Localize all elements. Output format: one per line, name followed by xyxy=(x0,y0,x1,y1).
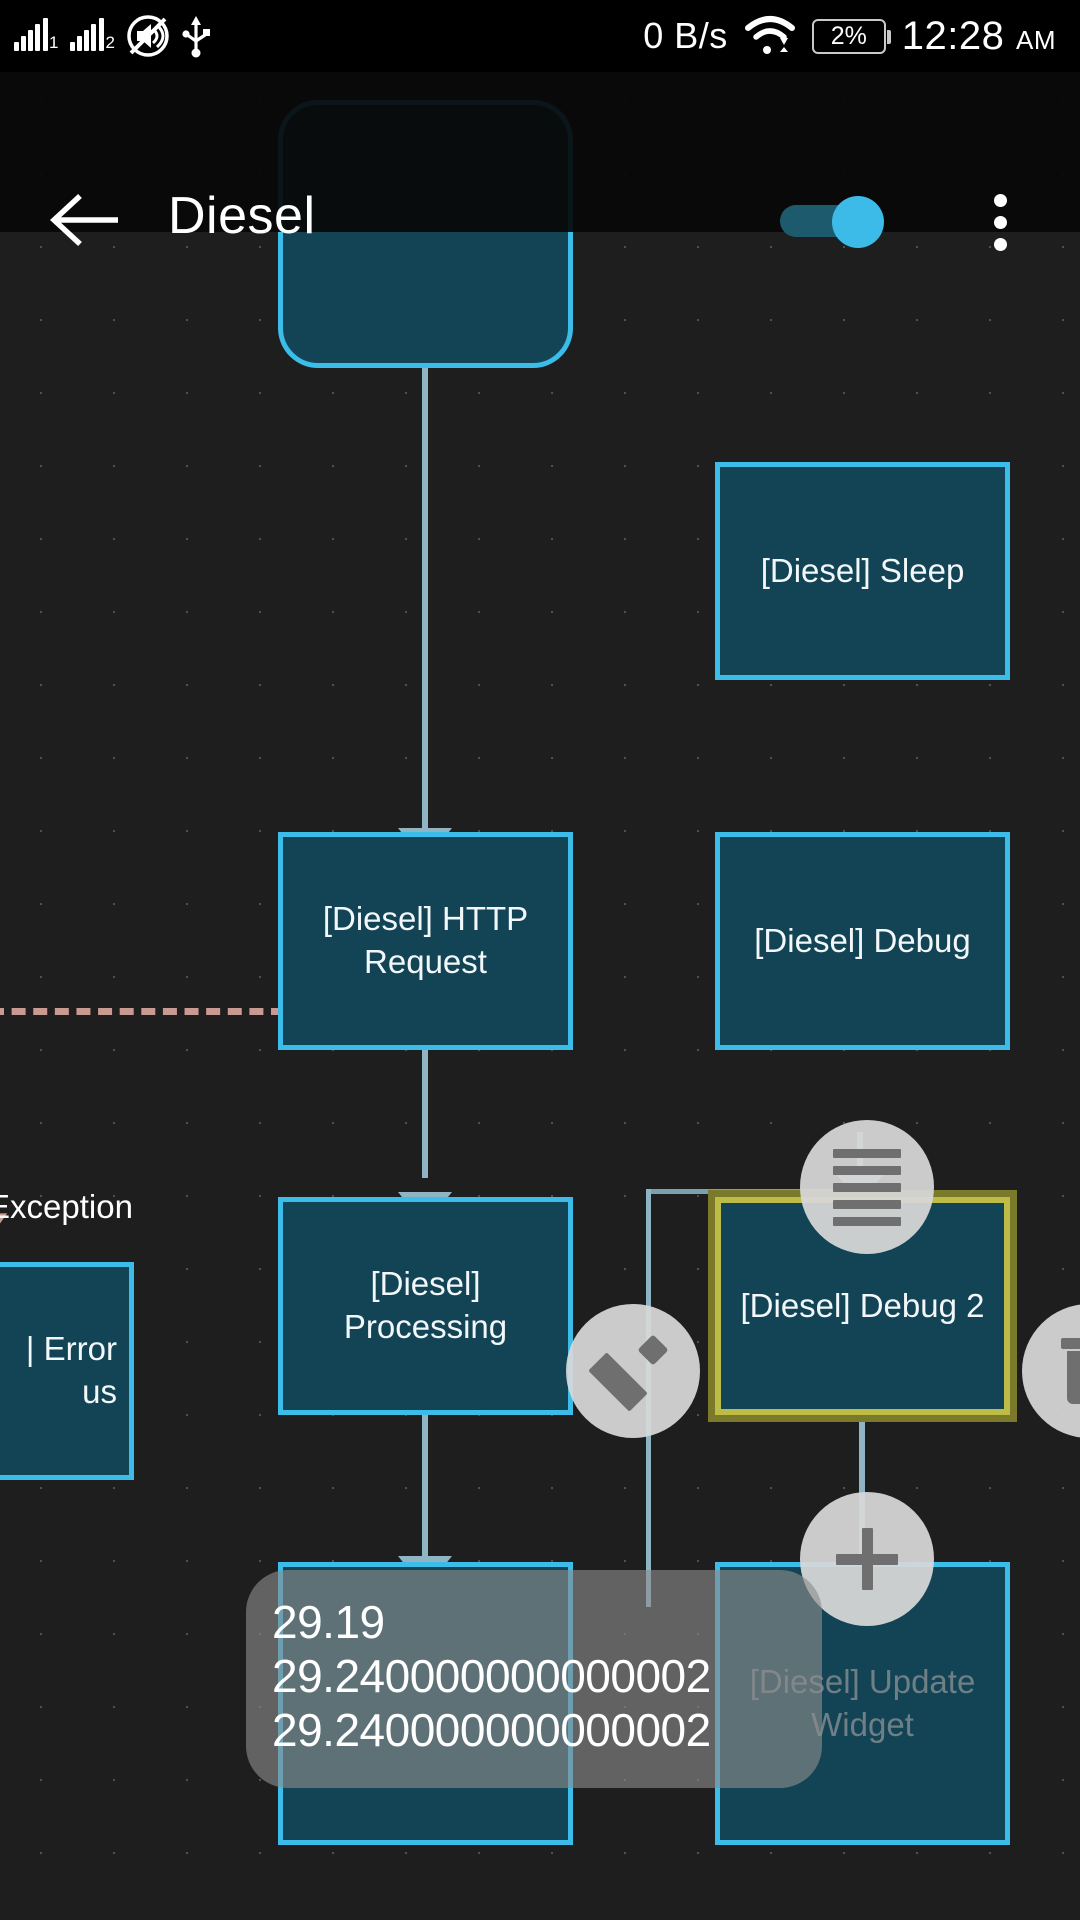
toggle-knob xyxy=(832,196,884,248)
edge-start-to-http xyxy=(422,368,428,866)
back-arrow-icon[interactable] xyxy=(50,190,120,250)
edge-exception-dashed xyxy=(0,1008,285,1015)
wifi-icon xyxy=(744,16,795,54)
node-label: [Diesel] Sleep xyxy=(760,551,965,589)
node-label: [Diesel] HTTP Request xyxy=(322,900,529,980)
battery-indicator: 2% xyxy=(811,18,891,54)
flow-canvas[interactable]: Exception [Diesel] Sleep [Diesel] HTTP R… xyxy=(0,72,1080,1920)
app-bar: Diesel xyxy=(0,72,1080,251)
volume-mute-icon xyxy=(127,15,169,57)
sim1-label: 1 xyxy=(49,33,59,52)
clock-ampm: AM xyxy=(1016,24,1056,55)
page-title: Diesel xyxy=(168,187,316,245)
node-diesel-error-status[interactable]: | Error us xyxy=(0,1262,134,1480)
edge-debug-elbow-horizontal xyxy=(646,1189,866,1194)
signal-strength-sim1-icon: 1 xyxy=(14,18,59,52)
edit-node-button[interactable] xyxy=(566,1304,700,1438)
toast-line: 29.240000000000002 xyxy=(272,1703,711,1756)
pencil-icon xyxy=(588,1334,669,1412)
node-diesel-sleep[interactable]: [Diesel] Sleep xyxy=(715,462,1010,680)
usb-icon xyxy=(182,16,210,58)
plus-icon xyxy=(836,1528,898,1590)
status-bar: 1 2 0 B/s xyxy=(0,0,1080,72)
trash-icon xyxy=(1061,1338,1080,1404)
edge-debug2-to-update xyxy=(859,1343,865,1573)
node-diesel-processing[interactable]: [Diesel] Processing xyxy=(278,1197,573,1415)
node-label: | Error us xyxy=(25,1330,117,1410)
node-diesel-debug[interactable]: [Diesel] Debug xyxy=(715,832,1010,1050)
edge-label-exception: Exception xyxy=(0,1188,133,1225)
node-label: [Diesel] Debug xyxy=(754,921,971,959)
edge-http-to-processing xyxy=(422,978,428,1178)
node-properties-button[interactable] xyxy=(800,1120,934,1254)
clock-time: 12:28 xyxy=(901,13,1005,58)
add-node-button[interactable] xyxy=(800,1492,934,1626)
debug-output-toast: 29.19 29.240000000000002 29.240000000000… xyxy=(246,1570,822,1788)
node-label: [Diesel] Processing xyxy=(343,1265,508,1345)
delete-node-button[interactable] xyxy=(1022,1304,1080,1438)
data-rate-label: 0 B/s xyxy=(643,15,728,56)
node-label: [Diesel] Debug 2 xyxy=(740,1286,985,1324)
signal-strength-sim2-icon: 2 xyxy=(70,18,115,52)
more-vertical-icon[interactable] xyxy=(994,194,1010,252)
flow-enable-toggle[interactable] xyxy=(780,196,884,248)
edge-processing-to-bottom xyxy=(422,1343,428,1573)
toast-line: 29.19 xyxy=(272,1596,385,1648)
toast-line: 29.240000000000002 xyxy=(272,1649,711,1702)
node-diesel-http-request[interactable]: [Diesel] HTTP Request xyxy=(278,832,573,1050)
clock: 12:28 AM xyxy=(902,14,1056,59)
list-lines-icon xyxy=(833,1148,901,1226)
sim2-label: 2 xyxy=(105,33,115,52)
